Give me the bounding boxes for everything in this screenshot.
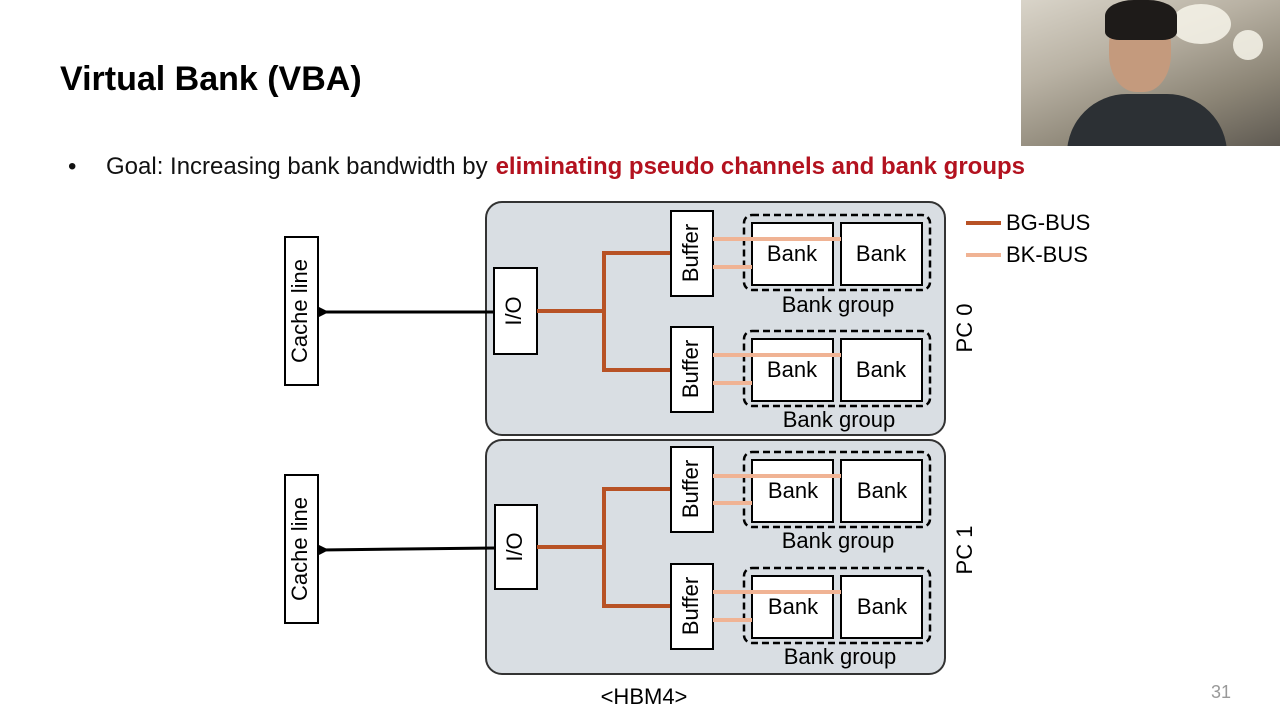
pc1-g1-bank-group-outline [742, 566, 932, 645]
pseudo-channel-1: Cache line I/O Buffer Bank Bank Bank gro… [284, 439, 977, 675]
pc0-g1-buffer-label: Buffer [678, 340, 703, 398]
pc0-io-box [493, 267, 538, 355]
pc0-g1-bank-b-label: Bank [856, 357, 907, 382]
bus-legend: BG-BUS BK-BUS [966, 210, 1090, 267]
pc0-g1-bank-group-outline [742, 329, 932, 408]
diagram-caption: <HBM4> [601, 684, 688, 709]
pc1-output-arrow [318, 545, 496, 556]
pc0-g0-bank-group-outline [742, 213, 932, 292]
pc1-cache-line-label: Cache line [287, 497, 312, 601]
pc1-label: PC 1 [952, 526, 977, 575]
pc0-g0-bank-b [840, 222, 923, 286]
pc1-g0-bank-a [751, 459, 834, 523]
pc1-g0-bank-a-label: Bank [768, 478, 819, 503]
pc1-g0-bank-b-label: Bank [857, 478, 908, 503]
pc0-g0-bank-a [751, 222, 834, 286]
pseudo-channel-0: Cache line I/O Buffer Bank Bank Bank gro… [284, 201, 977, 436]
pc1-g1-bank-a-label: Bank [768, 594, 819, 619]
pc1-io-label: I/O [502, 532, 527, 561]
pc0-g1-bank-b [840, 338, 923, 402]
pc1-g0-buffer-label: Buffer [678, 460, 703, 518]
pc0-g1-bank-group-label: Bank group [783, 407, 896, 432]
pc0-cache-line-label: Cache line [287, 259, 312, 363]
pc1-g0-bank-group-label: Bank group [782, 528, 895, 553]
pc1-g0-bank-group-outline [742, 450, 932, 529]
pc1-io-box [494, 504, 538, 590]
goal-highlight: eliminating pseudo channels and bank gro… [495, 153, 1025, 180]
pc1-g0-bank-b [840, 459, 923, 523]
pc0-bg-bus [537, 251, 671, 372]
goal-text: Goal: Increasing bank bandwidth by [106, 153, 488, 180]
pc0-g0-buffer-box [670, 210, 714, 297]
pc1-bg-bus [537, 487, 671, 608]
pc0-g0-bank-group-label: Bank group [782, 292, 895, 317]
page-number: 31 [1211, 682, 1232, 702]
pc0-g1-bank-a-label: Bank [767, 357, 818, 382]
pc1-g1-bank-b-label: Bank [857, 594, 908, 619]
slide-title: Virtual Bank (VBA) [60, 60, 362, 98]
pc0-g1-bank-a [751, 338, 834, 402]
pc0-g0-buffer-label: Buffer [678, 224, 703, 282]
pc0-io-label: I/O [501, 296, 526, 325]
pc1-g1-bank-group-label: Bank group [784, 644, 897, 669]
pc0-cache-line-box [284, 236, 319, 386]
legend-bk-bus-label: BK-BUS [1006, 242, 1088, 267]
pc0-g1-buffer-box [670, 326, 714, 413]
pc0-g0-bank-a-label: Bank [767, 241, 818, 266]
goal-bullet: • Goal: Increasing bank bandwidth by eli… [68, 153, 1025, 181]
pc0-label: PC 0 [952, 304, 977, 353]
legend-bg-bus-label: BG-BUS [1006, 210, 1090, 235]
pc1-g1-bank-a [751, 575, 834, 639]
pc1-g1-buffer-label: Buffer [678, 577, 703, 635]
pc1-g1-buffer-box [670, 563, 714, 650]
pc1-g1-bank-b [840, 575, 923, 639]
pc1-g0-buffer-box [670, 446, 714, 533]
pc0-g0-bank-b-label: Bank [856, 241, 907, 266]
bullet-marker: • [68, 153, 77, 180]
pc1-cache-line-box [284, 474, 319, 624]
presenter-webcam [1021, 0, 1280, 146]
